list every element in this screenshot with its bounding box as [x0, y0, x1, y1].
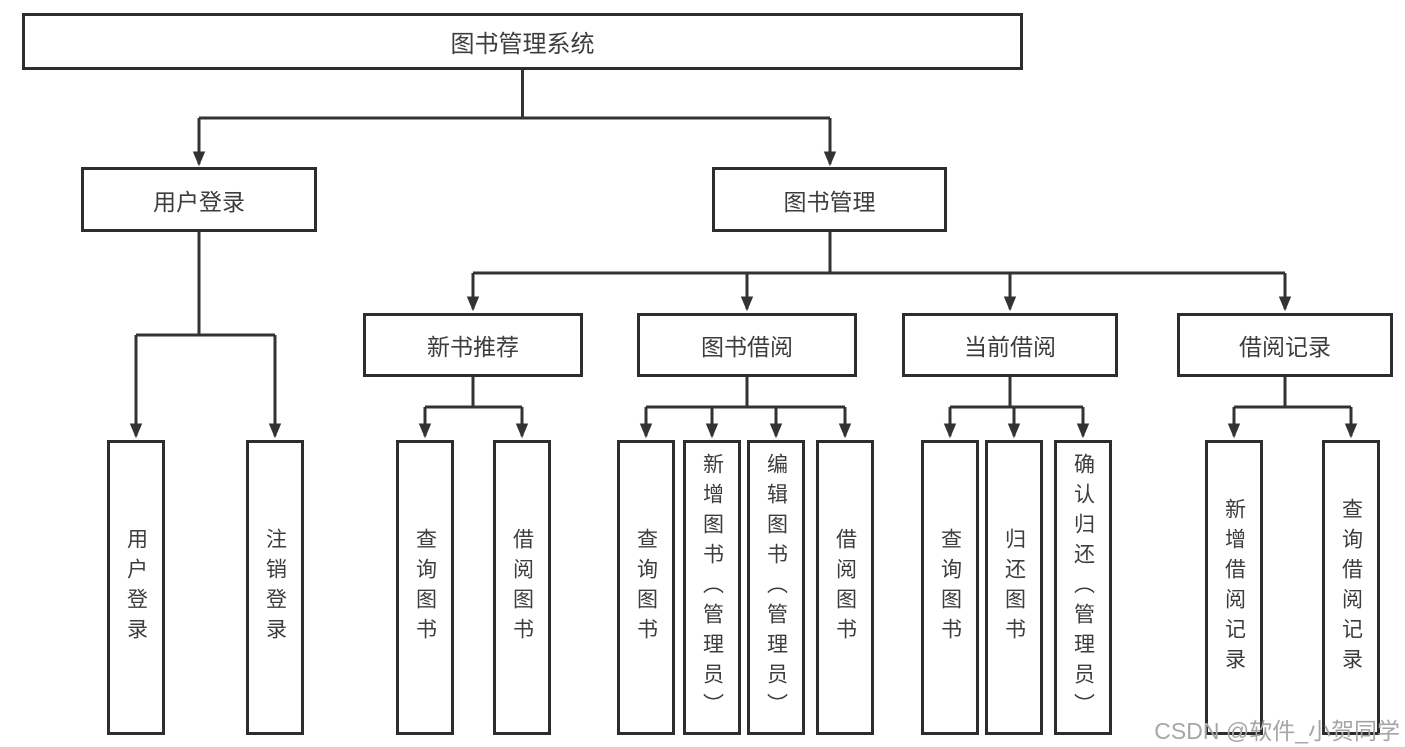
leaf-borrow-add-books: 新增图书（管理员） [683, 440, 741, 735]
leaf-current-return-books-label: 归还图书 [1002, 527, 1026, 648]
leaf-current-confirm-return: 确认归还（管理员） [1054, 440, 1112, 735]
leaf-logout: 注销登录 [246, 440, 304, 735]
leaf-borrow-query-books: 查询图书 [617, 440, 675, 735]
leaf-rec-query-books: 查询图书 [396, 440, 454, 735]
leaf-rec-borrow-books: 借阅图书 [493, 440, 551, 735]
leaf-records-query-record: 查询借阅记录 [1322, 440, 1380, 735]
leaf-user-login-label: 用户登录 [124, 527, 148, 648]
node-new-book-rec: 新书推荐 [363, 313, 583, 377]
leaf-rec-borrow-books-label: 借阅图书 [510, 527, 534, 648]
leaf-current-query-books-label: 查询图书 [938, 527, 962, 648]
leaf-records-add-record: 新增借阅记录 [1205, 440, 1263, 735]
node-borrow-records: 借阅记录 [1177, 313, 1393, 377]
leaf-borrow-edit-books-label: 编辑图书（管理员） [764, 452, 788, 723]
leaf-borrow-query-books-label: 查询图书 [634, 527, 658, 648]
leaf-borrow-borrow-books-label: 借阅图书 [833, 527, 857, 648]
node-user-login: 用户登录 [81, 167, 317, 232]
node-root: 图书管理系统 [22, 13, 1023, 70]
csdn-watermark: CSDN @软件_小贺同学 [1154, 718, 1400, 744]
node-book-borrow: 图书借阅 [637, 313, 857, 377]
node-user-login-label: 用户登录 [153, 188, 245, 215]
leaf-borrow-add-books-label: 新增图书（管理员） [700, 452, 724, 723]
node-new-book-rec-label: 新书推荐 [427, 334, 519, 360]
leaf-current-query-books: 查询图书 [921, 440, 979, 735]
node-current-borrow: 当前借阅 [902, 313, 1118, 377]
leaf-borrow-edit-books: 编辑图书（管理员） [747, 440, 805, 735]
leaf-records-query-record-label: 查询借阅记录 [1339, 497, 1363, 678]
node-book-mgmt: 图书管理 [712, 167, 947, 232]
node-book-mgmt-label: 图书管理 [783, 188, 876, 215]
leaf-current-return-books: 归还图书 [985, 440, 1043, 735]
leaf-borrow-borrow-books: 借阅图书 [816, 440, 874, 735]
leaf-current-confirm-return-label: 确认归还（管理员） [1071, 452, 1095, 723]
leaf-records-add-record-label: 新增借阅记录 [1222, 497, 1246, 678]
node-current-borrow-label: 当前借阅 [964, 334, 1056, 360]
leaf-rec-query-books-label: 查询图书 [413, 527, 437, 648]
leaf-logout-label: 注销登录 [263, 527, 287, 648]
node-borrow-records-label: 借阅记录 [1239, 334, 1331, 360]
node-root-label: 图书管理系统 [450, 31, 595, 58]
leaf-user-login: 用户登录 [107, 440, 165, 735]
node-book-borrow-label: 图书借阅 [701, 334, 793, 360]
